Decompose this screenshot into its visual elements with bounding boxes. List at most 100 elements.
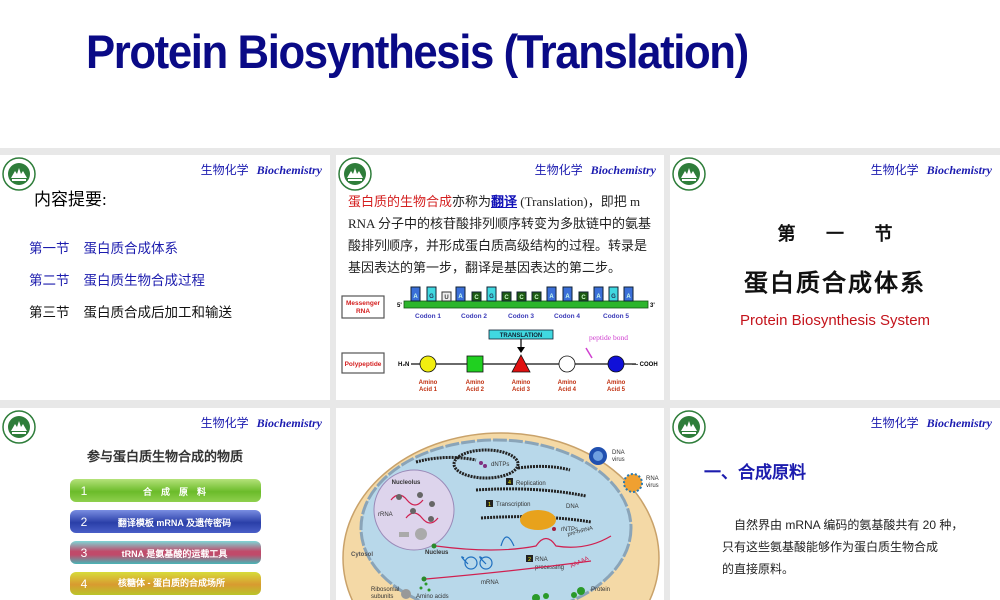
svg-text:rRNA: rRNA [378, 512, 393, 518]
section-title-cn: 蛋白质合成体系 [744, 271, 926, 297]
svg-text:Codon 5: Codon 5 [603, 313, 629, 320]
svg-text:4: 4 [508, 480, 511, 486]
svg-text:C: C [534, 295, 539, 301]
svg-text:Amino: Amino [466, 380, 485, 386]
svg-text:A: A [626, 294, 631, 300]
svg-text:G: G [429, 294, 434, 300]
svg-text:Acid 2: Acid 2 [466, 387, 485, 393]
subsection-heading: 一、合成原料 [704, 463, 806, 482]
svg-text:Transcription: Transcription [496, 502, 530, 508]
course-header: 生物化学 Biochemistry [871, 414, 992, 431]
course-name-cn: 生物化学 [870, 416, 919, 430]
svg-text:virus: virus [646, 483, 659, 489]
svg-text:Amino: Amino [558, 380, 577, 386]
course-name-cn: 生物化学 [200, 163, 249, 177]
course-name-en: Biochemistry [256, 163, 322, 177]
university-logo-icon [2, 410, 36, 444]
section-number-title: 第 一 节 [777, 224, 893, 244]
subsection-body: 自然界由 mRNA 编码的氨基酸共有 20 种， 只有这些氨基酸能够作为蛋白质生… [722, 514, 982, 580]
svg-text:2: 2 [528, 557, 531, 563]
material-item-3: 3 tRNA 是氨基酸的运载工具 [70, 541, 261, 564]
svg-text:Nucleolus: Nucleolus [392, 480, 421, 486]
svg-text:virus: virus [612, 457, 625, 463]
course-name-en: Biochemistry [926, 163, 992, 177]
svg-text:5': 5' [397, 303, 402, 309]
item-number: 4 [80, 576, 88, 591]
item-label: 翻译模板 mRNA 及遗传密码 [117, 518, 232, 528]
svg-text:Amino: Amino [512, 380, 531, 386]
svg-text:processing: processing [535, 565, 564, 571]
codon-label: Codon 1 [415, 313, 441, 320]
section-1: 第一节蛋白质合成体系 [29, 237, 178, 257]
section-number: 第二节 [29, 273, 70, 288]
svg-text:Codon 4: Codon 4 [554, 313, 580, 320]
svg-text:3': 3' [650, 303, 655, 309]
course-header: 生物化学 Biochemistry [201, 161, 322, 178]
svg-text:H₂N: H₂N [398, 362, 409, 368]
svg-text:TRANSLATION: TRANSLATION [500, 333, 543, 339]
course-name-cn: 生物化学 [200, 416, 249, 430]
materials-heading: 参与蛋白质生物合成的物质 [86, 449, 243, 464]
svg-text:A: A [565, 294, 570, 300]
outline-heading: 内容提要: [34, 190, 107, 209]
svg-text:C: C [474, 295, 479, 301]
university-logo-icon [672, 410, 706, 444]
svg-text:RNA: RNA [646, 476, 659, 482]
course-name-en: Biochemistry [926, 416, 992, 430]
svg-text:A: A [413, 294, 418, 300]
section-label: 蛋白质合成体系 [83, 241, 179, 256]
mrna-label: Messenger [346, 300, 380, 307]
svg-text:Amino: Amino [419, 380, 438, 386]
svg-text:dNTPs: dNTPs [491, 462, 509, 468]
item-label: 合 成 原 料 [142, 487, 206, 497]
item-label: tRNA 是氨基酸的运载工具 [121, 549, 228, 559]
slide-thumbnail-6[interactable]: 生物化学 Biochemistry 一、合成原料 自然界由 mRNA 编码的氨基酸… [670, 408, 1000, 600]
material-item-1: 1 合 成 原 料 [70, 479, 261, 502]
svg-text:RNA: RNA [535, 557, 548, 563]
svg-text:C: C [581, 295, 586, 301]
course-name-cn: 生物化学 [534, 163, 583, 177]
body-line: 只有这些氨基酸能够作为蛋白质生物合成 [722, 540, 939, 554]
cell-gene-expression-diagram: Nucleolus rRNA Nucleus dNTPs 4 Replicati… [342, 432, 660, 600]
svg-text:RNA: RNA [356, 308, 370, 315]
svg-text:Codon 2: Codon 2 [461, 313, 487, 320]
slide-thumbnail-5[interactable]: Nucleolus rRNA Nucleus dNTPs 4 Replicati… [336, 408, 664, 600]
peptide-bond-label: peptide bond [589, 333, 628, 342]
svg-text:Protein: Protein [591, 587, 610, 593]
svg-text:Acid 1: Acid 1 [419, 387, 438, 393]
svg-text:Ribosomal: Ribosomal [371, 587, 399, 593]
item-number: 3 [80, 545, 88, 560]
svg-text:G: G [489, 294, 494, 300]
svg-text:C: C [519, 295, 524, 301]
highlight-term: 蛋白质的生物合成 [348, 194, 453, 209]
svg-text:A: A [549, 294, 554, 300]
svg-text:rNTPs: rNTPs [561, 527, 578, 533]
section-number: 第一节 [29, 241, 70, 256]
svg-text:U: U [444, 295, 448, 301]
translation-link[interactable]: 翻译 [491, 194, 518, 209]
university-logo-icon [2, 157, 36, 191]
text: (Translation)，即把 m RNA 分子中的核苷酸排列顺序转变为多肽链… [348, 194, 651, 275]
svg-text:mRNA: mRNA [481, 580, 499, 586]
svg-text:— COOH: — COOH [632, 362, 658, 368]
body-line: 的直接原料。 [722, 562, 795, 576]
svg-text:Acid 4: Acid 4 [558, 387, 577, 393]
section-2: 第二节蛋白质生物合成过程 [29, 269, 205, 289]
svg-text:subunits: subunits [371, 594, 393, 600]
university-logo-icon [672, 157, 706, 191]
university-logo-icon [338, 157, 372, 191]
page-title: Protein Biosynthesis (Translation) [86, 25, 749, 78]
svg-text:Nucleus: Nucleus [425, 550, 449, 556]
svg-text:A: A [596, 294, 601, 300]
item-number: 1 [80, 483, 88, 498]
polypeptide-label: Polypeptide [345, 361, 382, 368]
